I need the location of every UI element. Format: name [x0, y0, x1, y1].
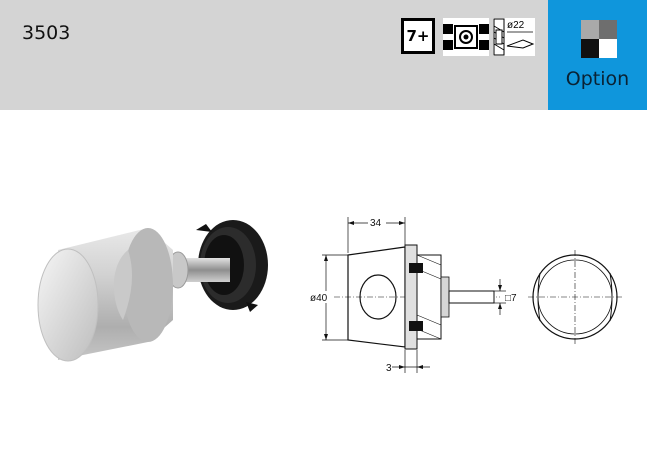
- depth-dimension: 34: [370, 218, 382, 229]
- color-swatch-icon: [581, 20, 617, 58]
- square-dimension: □7: [505, 293, 517, 304]
- glass-clamp-icon: [443, 18, 489, 56]
- age-rating-badge: 7+: [401, 18, 435, 54]
- drill-diameter-label: ø22: [507, 20, 525, 31]
- offset-dimension: 3: [386, 363, 392, 374]
- product-code: 3503: [22, 22, 71, 44]
- option-label: Option: [565, 68, 630, 90]
- age-rating-label: 7+: [404, 21, 432, 51]
- header-bar: 3503 7+: [0, 0, 647, 110]
- diameter-dimension: ø40: [310, 293, 328, 304]
- option-panel[interactable]: Option: [548, 0, 647, 110]
- technical-drawing: 34 ø40 □7 3: [300, 205, 640, 385]
- drill-diameter-icon: ø22: [493, 18, 535, 56]
- knob-photo: [28, 210, 278, 385]
